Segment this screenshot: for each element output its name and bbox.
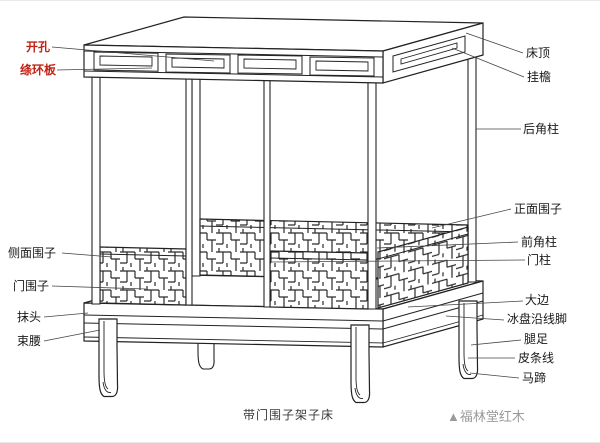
platform-front-face (83, 302, 384, 348)
label-beading-line: 皮条线 (518, 351, 555, 365)
label-side-railing: 侧面围子 (8, 246, 57, 260)
post-door-left (185, 76, 193, 306)
label-door-railing: 门围子 (13, 279, 50, 293)
label-front-railing: 正面围子 (514, 202, 563, 216)
label-frame-long-side: 大边 (525, 293, 550, 307)
label-hanging-frieze: 挂檐 (527, 70, 552, 84)
post-front-right (367, 80, 377, 310)
leader-lines (43, 32, 526, 379)
canopy (83, 16, 484, 84)
canopy-front-face (83, 44, 384, 84)
label-door-post: 门柱 (527, 253, 552, 267)
label-front-corner-post: 前角柱 (521, 235, 558, 249)
caption: 带门围子架子床 (243, 408, 335, 422)
leg-front-left (98, 318, 119, 398)
label-end-rail: 抹头 (17, 310, 42, 324)
railing-front-right-door-panel (269, 250, 369, 310)
railing-front-left-door-panel (99, 246, 187, 306)
watermark: ▲福林堂红木 (447, 409, 525, 424)
label-horse-hoof-foot: 马蹄 (522, 371, 547, 385)
leg-front-right (350, 324, 371, 404)
label-ice-plate-edge-molding: 冰盘沿线脚 (507, 312, 568, 326)
post-back-right (467, 54, 477, 283)
label-rear-corner-post: 后角柱 (523, 122, 560, 136)
canopy-frieze-panels (93, 51, 375, 77)
leg-back-right (458, 300, 479, 380)
post-door-right (263, 77, 271, 308)
label-leg: 腿足 (524, 332, 549, 346)
label-taohuan-panel: 绦环板 (20, 63, 57, 77)
label-opening-hole: 开孔 (26, 40, 51, 54)
label-bed-canopy-top: 床顶 (526, 46, 551, 60)
post-back-left (191, 48, 201, 277)
post-front-left (91, 76, 101, 305)
label-waist: 束腰 (17, 334, 42, 348)
